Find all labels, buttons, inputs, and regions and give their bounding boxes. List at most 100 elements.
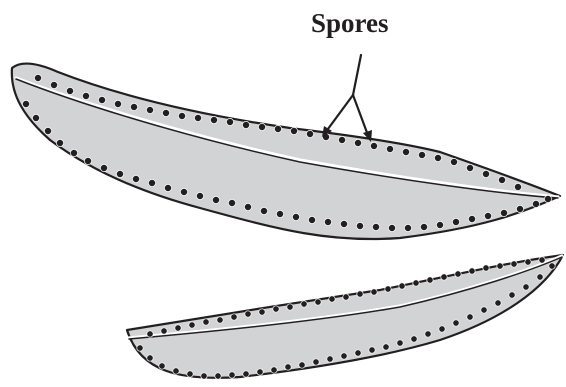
- spore: [525, 259, 531, 265]
- spore: [402, 148, 409, 155]
- spore: [523, 284, 529, 290]
- spore: [259, 309, 265, 315]
- spore: [404, 224, 411, 231]
- spore: [509, 292, 515, 298]
- spore: [175, 325, 181, 331]
- spore: [273, 306, 279, 312]
- spore: [484, 212, 491, 219]
- spore: [147, 331, 153, 337]
- spore: [549, 263, 555, 269]
- spore: [228, 199, 235, 206]
- spore: [434, 154, 441, 161]
- spore: [276, 210, 283, 217]
- spore: [244, 203, 251, 210]
- spore: [242, 121, 249, 128]
- spore: [66, 87, 73, 94]
- spore: [397, 340, 403, 346]
- spore: [481, 307, 487, 313]
- spore: [343, 294, 349, 300]
- pointer-arrow-right: [353, 95, 369, 138]
- spore: [34, 74, 41, 81]
- spore: [271, 367, 277, 373]
- spore: [217, 317, 223, 323]
- spore: [201, 373, 207, 379]
- spore: [420, 223, 427, 230]
- spore: [399, 283, 405, 289]
- spore: [147, 355, 153, 361]
- spores-label: Spores: [311, 8, 389, 38]
- pointer-stem: [353, 55, 361, 95]
- spore: [338, 136, 345, 143]
- spore: [210, 116, 217, 123]
- spore: [355, 350, 361, 356]
- spore: [450, 158, 457, 165]
- spore: [32, 114, 39, 121]
- spore: [497, 263, 503, 269]
- spore: [100, 164, 107, 171]
- spore: [146, 106, 153, 113]
- spore: [483, 265, 489, 271]
- spore: [498, 176, 505, 183]
- spore: [315, 299, 321, 305]
- spore: [260, 207, 267, 214]
- spore: [243, 371, 249, 377]
- spore: [148, 179, 155, 186]
- spore: [356, 222, 363, 229]
- spore: [231, 314, 237, 320]
- lower-leaf: [127, 255, 563, 379]
- spore: [539, 257, 545, 263]
- spore: [329, 296, 335, 302]
- spore: [162, 109, 169, 116]
- label-pointer: [322, 55, 372, 142]
- spore: [495, 300, 501, 306]
- spore: [22, 100, 29, 107]
- spore: [439, 326, 445, 332]
- spore: [537, 274, 543, 280]
- spore: [50, 81, 57, 88]
- spore: [544, 195, 551, 202]
- spore: [116, 170, 123, 177]
- spore: [411, 336, 417, 342]
- spore: [290, 127, 297, 134]
- spore: [385, 286, 391, 292]
- spore: [369, 347, 375, 353]
- spore: [137, 345, 143, 351]
- spore: [187, 371, 193, 377]
- spore: [357, 291, 363, 297]
- spore: [455, 271, 461, 277]
- spore: [516, 205, 523, 212]
- pointer-arrow-left: [325, 95, 353, 133]
- spore: [98, 96, 105, 103]
- spore: [469, 268, 475, 274]
- spore: [161, 328, 167, 334]
- spore: [425, 331, 431, 337]
- spore: [340, 220, 347, 227]
- spore: [159, 363, 165, 369]
- upper-leaf: [12, 64, 560, 239]
- spore: [212, 196, 219, 203]
- spore: [132, 175, 139, 182]
- spore: [324, 218, 331, 225]
- spore: [371, 289, 377, 295]
- spore: [452, 218, 459, 225]
- spore: [257, 369, 263, 375]
- spore: [189, 322, 195, 328]
- spore: [308, 216, 315, 223]
- spore: [196, 192, 203, 199]
- spore: [500, 209, 507, 216]
- spore: [468, 215, 475, 222]
- spore: [441, 274, 447, 280]
- spore: [203, 319, 209, 325]
- spore: [467, 314, 473, 320]
- spore: [285, 364, 291, 370]
- spore: [372, 223, 379, 230]
- spore: [245, 311, 251, 317]
- spore: [313, 359, 319, 365]
- spore: [354, 139, 361, 146]
- spore: [532, 200, 539, 207]
- spore: [178, 112, 185, 119]
- spore: [386, 145, 393, 152]
- spore: [299, 362, 305, 368]
- spore: [70, 149, 77, 156]
- spore: [383, 344, 389, 350]
